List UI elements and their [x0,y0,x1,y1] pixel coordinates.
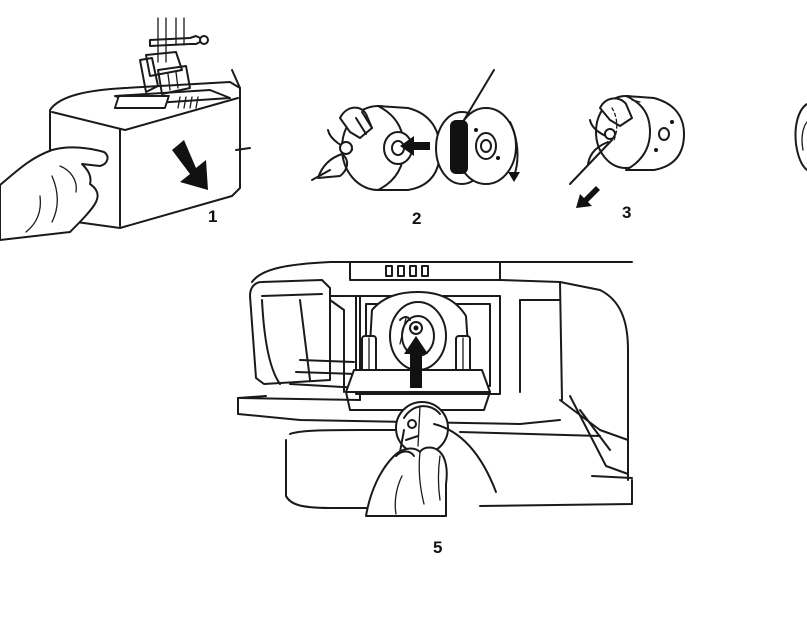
step-3-number: 3 [622,203,631,222]
down-arrow-icon [172,140,208,190]
panel-4-partial [794,103,807,171]
bobbin-case-in-hand [395,401,497,493]
step-1-number: 1 [208,207,217,226]
bobbin-case-threaded [569,95,685,185]
panel-2-insert-bobbin: 2 [311,69,520,228]
bobbin [435,69,517,185]
up-arrow-icon [404,336,428,388]
machine-body [237,261,633,509]
panel-5-insert-case: 5 [237,261,633,557]
presser-foot [139,17,209,95]
rotation-arrow-icon [509,121,519,177]
hand-icon [0,146,109,241]
panel-3-pull-thread: 3 [569,95,685,222]
step-2-number: 2 [412,209,421,228]
down-left-arrow-icon [576,186,600,208]
open-front-cover [239,279,361,401]
machine-bed [49,69,251,229]
step-5-number: 5 [433,538,442,557]
left-arrow-icon [400,136,430,156]
panel-1-open-cover: 1 [0,17,251,241]
hand-holding-icon [365,446,448,517]
